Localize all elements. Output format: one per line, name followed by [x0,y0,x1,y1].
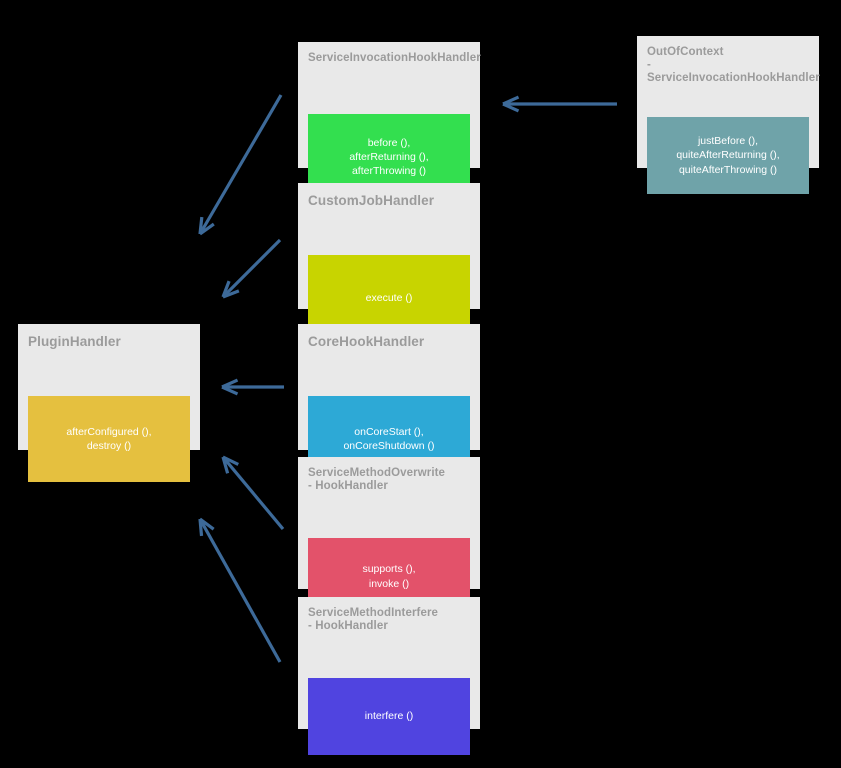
node-title-service-method-interfere-hook-handler: ServiceMethodInterfere - HookHandler [308,607,439,633]
arrow-service-method-overwrite-to-plugin [221,455,285,531]
node-title-service-method-overwrite-hook-handler: ServiceMethodOverwrite - HookHandler [308,467,446,493]
arrow-service-method-interfere-to-plugin [198,517,282,663]
node-title-out-of-context-service-invocation-hook-handler: OutOfContext - ServiceInvocationHookHand… [647,46,820,85]
arrow-service-invocation-to-plugin [198,94,283,236]
node-card-service-method-interfere-hook-handler[interactable]: ServiceMethodInterfere - HookHandler inte… [298,597,480,755]
node-methods-plugin-handler: afterConfigured (), destroy () [28,396,190,482]
arrow-core-hook-to-plugin [221,378,284,396]
node-title-custom-job-handler: CustomJobHandler [308,193,435,208]
node-title-core-hook-handler: CoreHookHandler [308,334,425,349]
arrow-custom-job-to-plugin [221,238,282,299]
arrow-out-of-context-to-service-invocation [502,95,617,113]
node-title-service-invocation-hook-handler: ServiceInvocationHookHandler [308,52,481,64]
node-methods-out-of-context-service-invocation-hook-handler: justBefore (), quiteAfterReturning (), q… [647,117,809,194]
node-title-plugin-handler: PluginHandler [28,334,121,349]
node-methods-service-method-interfere-hook-handler: interfere () [308,678,470,755]
node-card-out-of-context-service-invocation-hook-handler[interactable]: OutOfContext - ServiceInvocationHookHand… [637,36,820,194]
node-card-plugin-handler[interactable]: PluginHandler afterConfigured (), destroy… [18,324,200,482]
